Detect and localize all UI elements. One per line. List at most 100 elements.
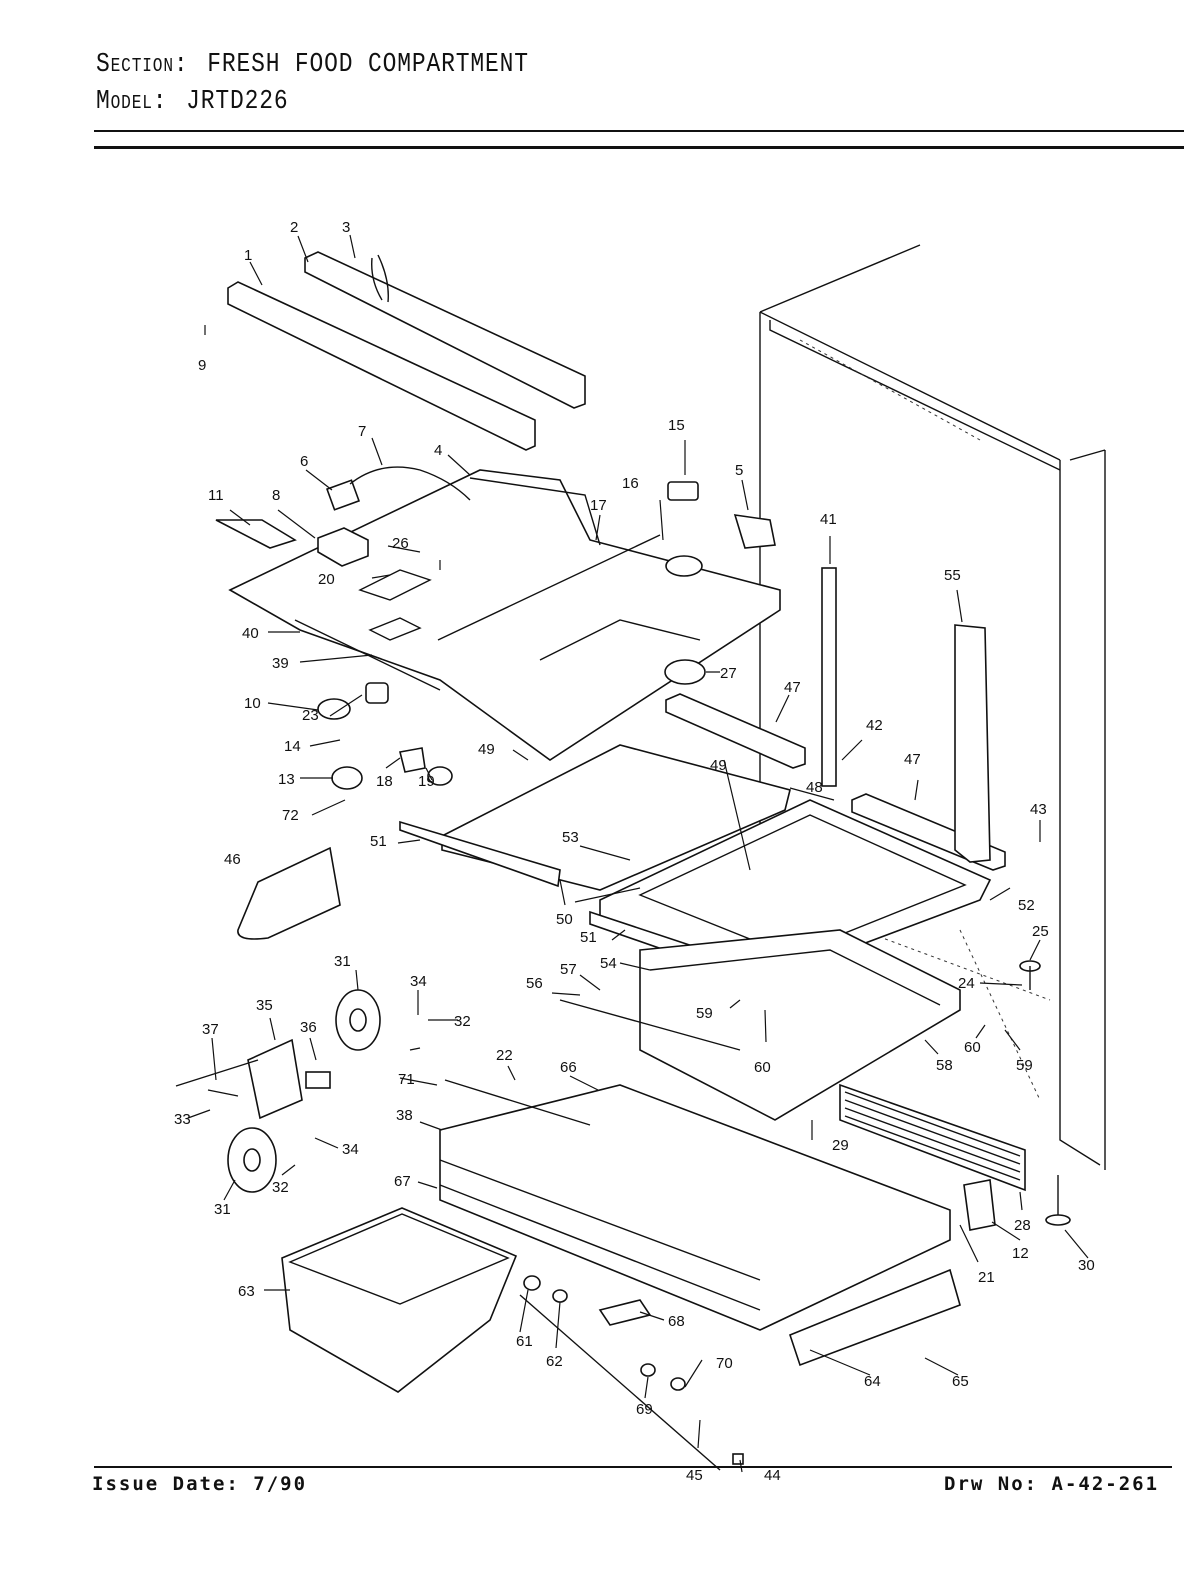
callout-62: 62 <box>546 1353 563 1370</box>
callout-28: 28 <box>1014 1217 1031 1234</box>
callout-17: 17 <box>590 497 607 514</box>
callout-22: 22 <box>496 1047 513 1064</box>
callout-50: 50 <box>556 911 573 928</box>
callout-47b: 47 <box>904 751 921 768</box>
callout-6: 6 <box>300 453 308 470</box>
callout-58: 58 <box>936 1057 953 1074</box>
callout-60: 60 <box>754 1059 771 1076</box>
callout-68: 68 <box>668 1313 685 1330</box>
callout-71: 71 <box>398 1071 415 1088</box>
callout-34: 34 <box>410 973 427 990</box>
callout-45: 45 <box>686 1467 703 1484</box>
callout-29: 29 <box>832 1137 849 1154</box>
callout-33: 33 <box>174 1111 191 1128</box>
toe-grille <box>839 1083 1026 1192</box>
callout-69: 69 <box>636 1401 653 1418</box>
control-shaft <box>437 481 776 641</box>
callout-20: 20 <box>318 571 335 588</box>
callout-54: 54 <box>600 955 617 972</box>
callout-labels: 1 2 3 4 5 6 7 8 9 10 11 12 13 14 15 16 1… <box>174 219 1095 1484</box>
section-label: Section: <box>96 50 189 80</box>
callout-30: 30 <box>1078 1257 1095 1274</box>
callout-12: 12 <box>1012 1245 1029 1262</box>
callout-23: 23 <box>302 707 319 724</box>
callout-4: 4 <box>434 442 442 459</box>
model-heading: Model: JRTD226 <box>96 87 288 117</box>
callout-7: 7 <box>358 423 366 440</box>
issue-date: Issue Date: 7/90 <box>92 1473 308 1495</box>
callout-31: 31 <box>334 953 351 970</box>
callout-48: 48 <box>806 779 823 796</box>
callout-35: 35 <box>256 997 273 1014</box>
top-rails <box>227 251 586 451</box>
callout-44: 44 <box>764 1467 781 1484</box>
pan-rod <box>519 1275 744 1471</box>
callout-19: 19 <box>418 773 435 790</box>
callout-13: 13 <box>278 771 295 788</box>
callout-8: 8 <box>272 487 280 504</box>
callout-14: 14 <box>284 738 301 755</box>
callout-51: 51 <box>370 833 387 850</box>
callout-59: 59 <box>696 1005 713 1022</box>
drawing-number: Drw No: A-42-261 <box>944 1473 1160 1495</box>
callout-24: 24 <box>958 975 975 992</box>
callout-9: 9 <box>198 357 206 374</box>
model-number: JRTD226 <box>186 87 289 117</box>
callout-27: 27 <box>720 665 737 682</box>
callout-41: 41 <box>820 511 837 528</box>
callout-57: 57 <box>560 961 577 978</box>
callout-18: 18 <box>376 773 393 790</box>
callout-60b: 60 <box>964 1039 981 1056</box>
callout-49: 49 <box>478 741 495 758</box>
callout-34b: 34 <box>342 1141 359 1158</box>
light-assembly <box>317 682 453 790</box>
callout-1: 1 <box>244 247 252 264</box>
callout-49b: 49 <box>710 757 727 774</box>
callout-47: 47 <box>784 679 801 696</box>
callout-70: 70 <box>716 1355 733 1372</box>
callout-72: 72 <box>282 807 299 824</box>
footer-rule <box>94 1466 1172 1468</box>
header-rule-bottom <box>94 146 1184 149</box>
callout-10: 10 <box>244 695 261 712</box>
callout-39: 39 <box>272 655 289 672</box>
header-rule-top <box>94 130 1184 132</box>
bottom-shelf <box>439 1079 961 1367</box>
callout-56: 56 <box>526 975 543 992</box>
callout-52: 52 <box>1018 897 1035 914</box>
callout-65: 65 <box>952 1373 969 1390</box>
cabinet-liner <box>759 244 1106 1170</box>
crisper-drawer <box>559 929 961 1121</box>
roller-assembly <box>175 989 421 1193</box>
callout-46: 46 <box>224 851 241 868</box>
callout-51b: 51 <box>580 929 597 946</box>
crisper-pan <box>281 1207 518 1393</box>
section-title: FRESH FOOD COMPARTMENT <box>207 50 529 80</box>
callout-3: 3 <box>342 219 350 236</box>
callout-5: 5 <box>735 462 743 479</box>
callout-31b: 31 <box>214 1201 231 1218</box>
leader-lines <box>187 234 1089 1473</box>
callout-61: 61 <box>516 1333 533 1350</box>
callout-21: 21 <box>978 1269 995 1286</box>
callout-16: 16 <box>622 475 639 492</box>
callout-67: 67 <box>394 1173 411 1190</box>
callout-55: 55 <box>944 567 961 584</box>
callout-38: 38 <box>396 1107 413 1124</box>
callout-42: 42 <box>866 717 883 734</box>
callout-63: 63 <box>238 1283 255 1300</box>
callout-32: 32 <box>454 1013 471 1030</box>
misc-parts <box>237 846 1071 1231</box>
callout-2: 2 <box>290 219 298 236</box>
callout-25: 25 <box>1032 923 1049 940</box>
callout-32b: 32 <box>272 1179 289 1196</box>
thermostat-parts <box>215 466 471 567</box>
section-heading: Section: FRESH FOOD COMPARTMENT <box>96 50 529 80</box>
callout-40: 40 <box>242 625 259 642</box>
model-label: Model: <box>96 87 168 117</box>
callout-59b: 59 <box>1016 1057 1033 1074</box>
shelf-supports <box>664 567 1006 871</box>
callout-26: 26 <box>392 535 409 552</box>
callout-37: 37 <box>202 1021 219 1038</box>
